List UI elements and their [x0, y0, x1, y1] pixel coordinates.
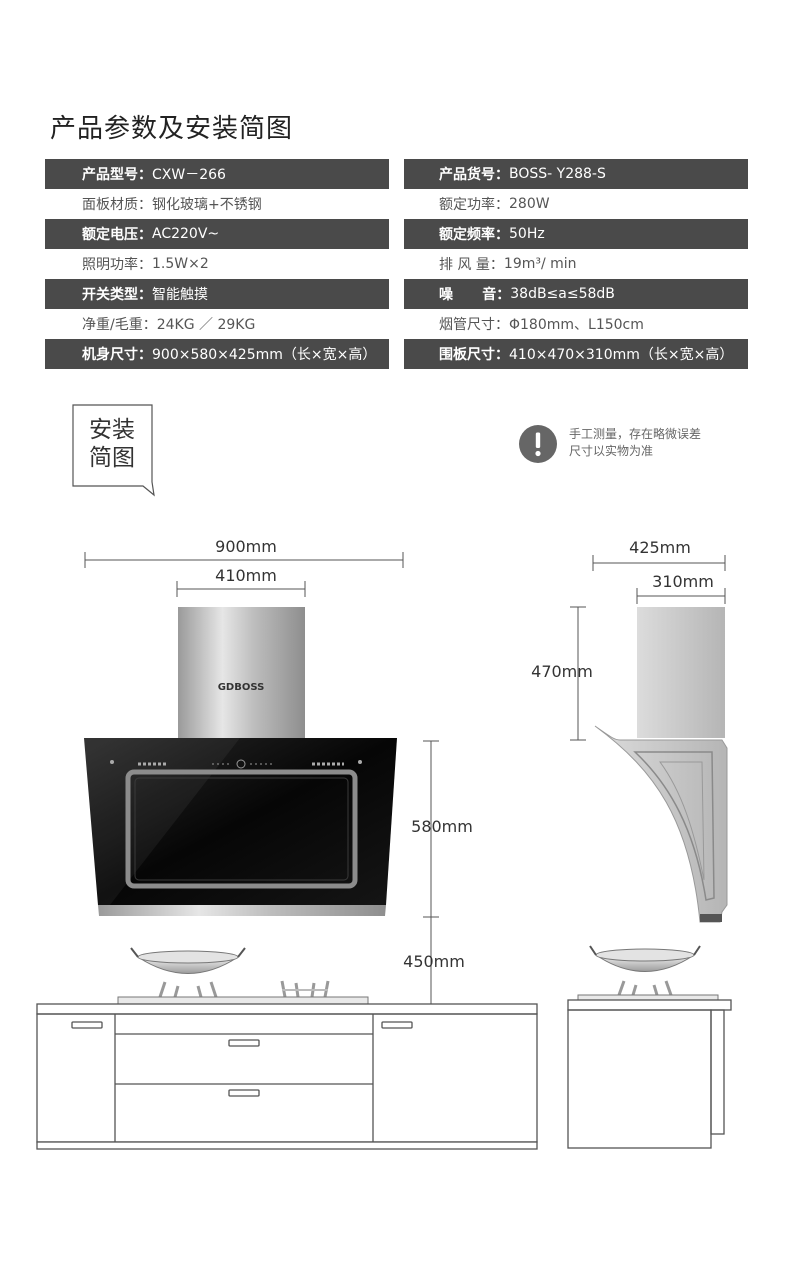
hood-side-view — [594, 607, 728, 923]
spec-label: 排 风 量： — [439, 257, 504, 273]
spec-label: 机身尺寸： — [82, 347, 152, 363]
spec-cell-right: 排 风 量：19m³/ min — [404, 249, 748, 279]
install-tag-line-2: 简图 — [89, 445, 135, 471]
chimney-width-dimension — [176, 581, 306, 597]
spec-value: AC220V~ — [152, 226, 220, 242]
spec-value: Φ180mm、L150cm — [509, 317, 644, 333]
spec-label: 额定功率： — [439, 197, 509, 213]
spec-label: 净重/毛重： — [82, 317, 157, 333]
spec-value: 1.5W×2 — [152, 256, 209, 272]
spec-value: 19m³/ min — [503, 256, 577, 272]
measurement-note: 手工测量，存在略微误差 尺寸以实物为准 — [569, 426, 701, 460]
front-cabinet — [36, 1003, 538, 1150]
spec-cell-right: 噪 音：38dB≤a≤58dB — [404, 279, 748, 309]
spec-label: 噪 音： — [439, 287, 511, 303]
page-title: 产品参数及安装简图 — [50, 114, 294, 144]
chimney-depth-dimension — [636, 588, 726, 604]
spec-label: 开关类型： — [82, 287, 152, 303]
chimney-height-label: 470mm — [531, 662, 593, 681]
chimney-height-dimension — [570, 606, 586, 741]
spec-value: BOSS- Y288-S — [509, 166, 606, 182]
spec-cell-left: 面板材质：钢化玻璃+不锈钢 — [45, 189, 389, 219]
spec-value: 50Hz — [509, 226, 545, 242]
spec-value: CXW－266 — [152, 167, 226, 183]
spec-cell-right: 额定频率：50Hz — [404, 219, 748, 249]
side-wok — [589, 945, 701, 996]
spec-row: 照明功率：1.5W×2 排 风 量：19m³/ min — [45, 249, 748, 279]
spec-value: 钢化玻璃+不锈钢 — [152, 197, 262, 213]
note-line-1: 手工测量，存在略微误差 — [569, 427, 702, 441]
spec-label: 产品货号： — [439, 167, 509, 183]
spec-value: 智能触摸 — [152, 287, 208, 303]
spec-row: 机身尺寸：900×580×425mm（长×宽×高） 围板尺寸：410×470×31… — [45, 339, 748, 369]
spec-cell-right: 产品货号：BOSS- Y288-S — [404, 159, 748, 189]
spec-label: 照明功率： — [82, 257, 152, 273]
front-wok — [130, 947, 246, 998]
note-line-2: 尺寸以实物为准 — [569, 444, 654, 458]
mount-height-dimension — [423, 916, 439, 1005]
spec-value: 410×470×310mm（长×宽×高） — [509, 347, 734, 363]
spec-value: 280W — [509, 196, 550, 212]
spec-cell-left: 产品型号：CXW－266 — [45, 159, 389, 189]
front-width-label: 900mm — [215, 537, 277, 556]
spec-row: 净重/毛重：24KG ／ 29KG 烟管尺寸：Φ180mm、L150cm — [45, 309, 748, 339]
install-diagram-tag: 安装 简图 — [72, 404, 158, 498]
side-hood-body — [594, 725, 728, 923]
hood-bottom-trim — [98, 905, 386, 916]
spec-cell-right: 额定功率：280W — [404, 189, 748, 219]
exclamation-icon — [519, 425, 557, 463]
front-burner — [280, 980, 330, 998]
spec-row: 面板材质：钢化玻璃+不锈钢额定功率：280W — [45, 189, 748, 219]
spec-row: 产品型号：CXW－266 产品货号：BOSS- Y288-S — [45, 159, 748, 189]
front-width-dimension — [84, 552, 404, 568]
spec-table: 产品型号：CXW－266 产品货号：BOSS- Y288-S 面板材质：钢化玻璃+不… — [45, 159, 748, 369]
side-chimney-cover — [637, 607, 725, 738]
chimney-depth-label: 310mm — [652, 572, 714, 591]
spec-label: 额定频率： — [439, 227, 509, 243]
touch-control-panel — [212, 759, 272, 769]
hood-front-view: GDBOSS — [84, 607, 397, 916]
side-depth-dimension — [592, 555, 726, 571]
light-strip-frame — [125, 769, 358, 889]
chimney-width-label: 410mm — [215, 566, 277, 585]
spec-label: 产品型号： — [82, 167, 152, 183]
brand-logo: GDBOSS — [218, 682, 265, 693]
spec-cell-right: 围板尺寸：410×470×310mm（长×宽×高） — [404, 339, 748, 369]
side-cooktop — [577, 994, 719, 1001]
spec-cell-left: 开关类型：智能触摸 — [45, 279, 389, 309]
spec-value: 900×580×425mm（长×宽×高） — [152, 347, 377, 363]
spec-value: 38dB≤a≤58dB — [510, 286, 615, 302]
spec-row: 开关类型：智能触摸噪 音：38dB≤a≤58dB — [45, 279, 748, 309]
spec-label: 额定电压： — [82, 227, 152, 243]
side-cabinet — [567, 999, 732, 1149]
front-cooktop — [117, 996, 369, 1005]
chimney-cover — [178, 607, 305, 738]
spec-cell-left: 额定电压：AC220V~ — [45, 219, 389, 249]
speech-bubble-icon — [72, 404, 155, 497]
spec-cell-right: 烟管尺寸：Φ180mm、L150cm — [404, 309, 748, 339]
mount-height-label: 450mm — [403, 952, 465, 971]
spec-value: 24KG ／ 29KG — [156, 317, 256, 333]
install-tag-line-1: 安装 — [89, 417, 135, 443]
spec-cell-left: 净重/毛重：24KG ／ 29KG — [45, 309, 389, 339]
glass-panel — [84, 738, 397, 905]
side-depth-label: 425mm — [629, 538, 691, 557]
body-height-label: 580mm — [411, 817, 473, 836]
spec-cell-left: 照明功率：1.5W×2 — [45, 249, 389, 279]
spec-row: 额定电压：AC220V~ 额定频率：50Hz — [45, 219, 748, 249]
spec-label: 围板尺寸： — [439, 347, 509, 363]
spec-label: 烟管尺寸： — [439, 317, 509, 333]
side-panel-outline — [633, 751, 715, 901]
spec-label: 面板材质： — [82, 197, 152, 213]
spec-cell-left: 机身尺寸：900×580×425mm（长×宽×高） — [45, 339, 389, 369]
